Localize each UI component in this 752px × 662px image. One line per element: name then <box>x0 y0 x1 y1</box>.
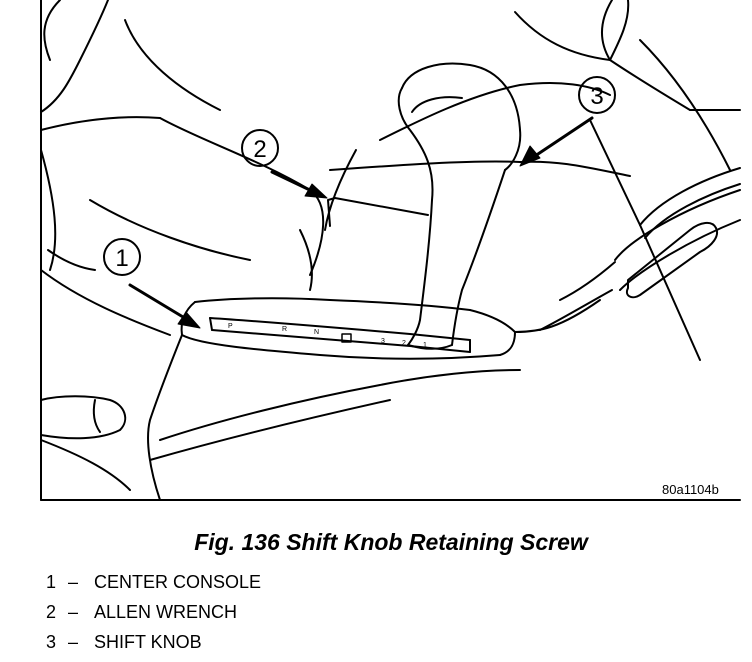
svg-text:N: N <box>314 329 319 336</box>
legend-label: CENTER CONSOLE <box>94 572 262 592</box>
legend-number: 2 <box>46 602 57 622</box>
callout-3: 3 <box>578 76 616 114</box>
callout-1-number: 1 <box>115 245 128 272</box>
background-contours <box>40 0 741 361</box>
figure-code: 80a1104b <box>662 482 719 497</box>
leader-arrows <box>128 116 594 329</box>
callout-2-number: 2 <box>253 136 266 163</box>
shift-knob-illustration: P R N 3 2 1 1 <box>40 0 741 501</box>
gear-indicator-marks: P R N 3 2 1 <box>228 323 427 349</box>
legend-number: 3 <box>46 632 57 652</box>
legend-number: 1 <box>46 572 57 592</box>
svg-text:3: 3 <box>381 338 385 345</box>
figure-caption: Fig. 136 Shift Knob Retaining Screw <box>194 529 588 555</box>
allen-wrench-drawing <box>327 197 429 227</box>
legend: 1 – CENTER CONSOLE 2 – ALLEN WRENCH 3 – … <box>46 567 261 657</box>
callout-3-number: 3 <box>590 83 603 110</box>
legend-separator: – <box>68 632 79 652</box>
svg-text:1: 1 <box>423 342 427 349</box>
legend-label: ALLEN WRENCH <box>94 602 238 622</box>
svg-text:R: R <box>282 326 287 333</box>
legend-item: 1 – CENTER CONSOLE <box>46 567 261 597</box>
center-console-drawing: P R N 3 2 1 <box>40 297 601 501</box>
legend-item: 2 – ALLEN WRENCH <box>46 597 261 627</box>
callout-1: 1 <box>103 238 141 276</box>
illustration-frame <box>40 0 741 501</box>
legend-item: 3 – SHIFT KNOB <box>46 627 261 657</box>
callout-2: 2 <box>241 129 279 167</box>
legend-separator: – <box>68 572 79 592</box>
shift-knob-drawing <box>327 62 522 350</box>
svg-text:2: 2 <box>402 340 406 347</box>
door-trim <box>539 167 741 331</box>
svg-text:P: P <box>228 323 233 330</box>
legend-label: SHIFT KNOB <box>94 632 202 652</box>
legend-separator: – <box>68 602 79 622</box>
